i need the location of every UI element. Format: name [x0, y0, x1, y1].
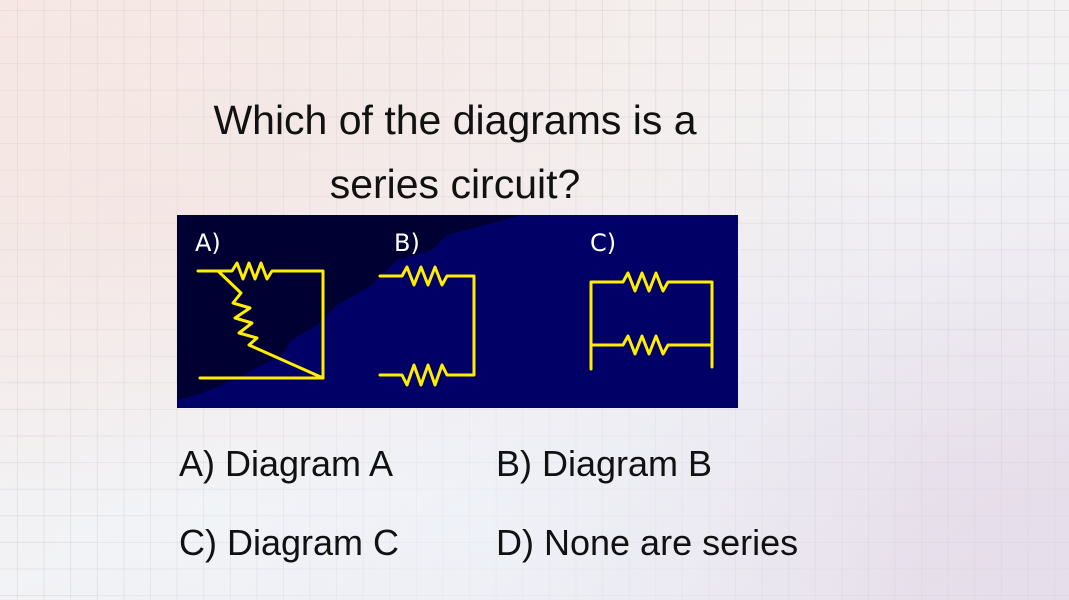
resistor-b-series-icon	[378, 265, 476, 387]
label-a: A)	[195, 229, 221, 257]
question-line-1: Which of the diagrams is a	[213, 97, 697, 143]
circuit-diagrams-image: A) B) C)	[177, 215, 738, 408]
answer-b[interactable]: B) Diagram B	[496, 443, 713, 484]
question-line-2: series circuit?	[329, 161, 581, 207]
label-c: C)	[590, 229, 616, 257]
answer-c[interactable]: C) Diagram C	[179, 522, 400, 563]
label-b: B)	[394, 229, 420, 257]
question-text: Which of the diagrams is a series circui…	[170, 88, 740, 216]
circuit-b	[378, 265, 476, 387]
circuit-diagrams-svg: A) B) C)	[177, 215, 714, 400]
resistor-a-diagonal-icon	[216, 269, 325, 380]
answer-d[interactable]: D) None are series	[496, 522, 799, 563]
resistor-c-top-icon	[589, 271, 714, 371]
circuit-a	[196, 261, 325, 380]
circuit-c	[589, 271, 714, 371]
resistor-c-bottom-icon	[589, 334, 714, 356]
resistor-a-top-icon	[196, 261, 325, 380]
dark-region	[177, 215, 522, 400]
answer-a[interactable]: A) Diagram A	[179, 443, 394, 484]
